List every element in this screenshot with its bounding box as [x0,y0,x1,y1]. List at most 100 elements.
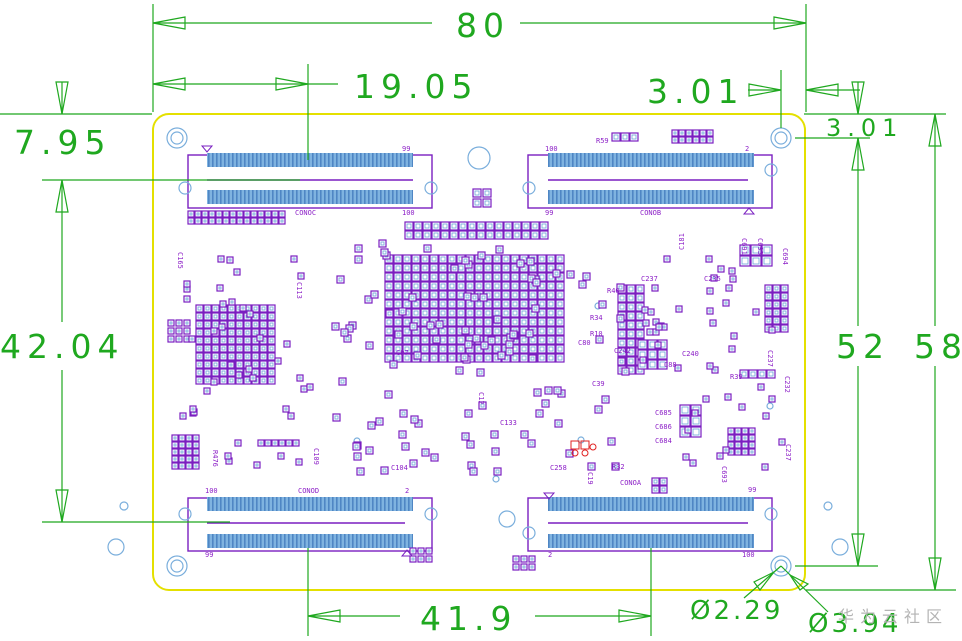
component-pad [264,439,272,447]
component-pad [195,344,204,353]
component-pad-copper [628,322,634,328]
component-pad-copper [197,378,202,383]
component-pad-copper [466,411,471,416]
component-pad [430,453,439,462]
component-pad-copper [197,362,202,367]
component-pad [461,432,470,441]
component-pad-copper [229,370,234,375]
component-pad [456,335,466,345]
component-pad [477,251,486,260]
component-pad [520,430,529,439]
component-pad-copper [478,232,484,238]
component-pad-copper [521,319,527,325]
component-pad-copper [741,371,747,377]
component-pad [510,281,520,291]
component-pad-copper [404,274,410,280]
component-pad [219,344,228,353]
component-pad-copper [458,346,464,352]
component-pad [210,327,218,335]
refdes-r32: R32 [612,463,625,471]
component-pad [215,217,223,225]
component-pad [235,352,244,361]
component-pad-copper [169,321,173,325]
component-pad-copper [774,318,779,323]
component-pad [482,188,492,198]
component-pad [458,230,468,240]
component-pad-copper [406,223,412,229]
component-pad-copper [539,319,545,325]
component-pad [192,434,200,442]
component-pad [411,272,421,282]
component-pad-copper [704,397,708,401]
component-pad-copper [442,223,448,229]
component-pad-copper [487,232,493,238]
component-pad-copper [637,322,643,328]
component-pad-copper [708,138,712,142]
component-pad [354,244,363,253]
component-pad [709,319,717,327]
component-pad [492,272,502,282]
component-pad-copper [530,292,536,298]
component-pad-copper [259,219,263,223]
component-pad-copper [462,355,467,360]
component-pad-copper [628,313,634,319]
component-pad [235,336,244,345]
component-pad-copper [238,219,242,223]
component-pad [512,221,522,231]
component-pad-copper [413,274,419,280]
component-pad [194,210,202,218]
component-pad-copper [298,376,302,380]
component-pad [722,446,730,454]
component-pad [267,352,276,361]
component-pad-copper [503,274,509,280]
component-pad-copper [269,322,274,327]
component-pad-copper [386,292,392,298]
component-pad-copper [355,454,360,459]
component-pad-copper [648,330,652,334]
component-pad [474,353,484,363]
component-pad-copper [252,219,256,223]
component-pad-copper [169,329,173,333]
component-pad [780,284,789,293]
component-pad [251,344,260,353]
dim-58-label: 58 [914,327,962,366]
component-pad [501,263,511,273]
component-pad-copper [422,346,428,352]
component-pad [505,347,514,356]
component-pad-copper [253,370,258,375]
component-pad-copper [528,259,533,264]
component-pad [187,217,195,225]
component-pad-copper [522,432,527,437]
component-pad [727,427,735,435]
component-pad [175,335,183,343]
component-pad-copper [253,330,258,335]
component-pad-copper [386,328,392,334]
refdes-c237-c: C237 [784,444,792,461]
component-pad [521,221,531,231]
component-pad [741,441,749,449]
component-pad [277,452,285,460]
component-pad-copper [750,450,754,454]
component-pad [702,395,710,403]
component-pad [455,366,464,375]
component-pad [750,244,762,256]
component-pad-copper [619,359,624,364]
component-pad [467,221,477,231]
component-pad [519,344,529,354]
component-pad [464,340,473,349]
component-pad [253,461,261,469]
component-pad-copper [185,329,189,333]
component-pad-copper [229,306,234,311]
refdes-c240: C240 [682,350,699,358]
component-pad [195,312,204,321]
component-pad-copper [404,346,410,352]
component-pad [764,300,773,309]
component-pad-copper [452,266,457,271]
component-pad-copper [229,330,234,335]
component-pad [447,272,457,282]
component-pad-copper [229,378,234,383]
component-pad-copper [431,256,437,262]
component-pad [336,275,345,284]
component-pad [210,378,218,386]
component-pad-copper [530,346,536,352]
